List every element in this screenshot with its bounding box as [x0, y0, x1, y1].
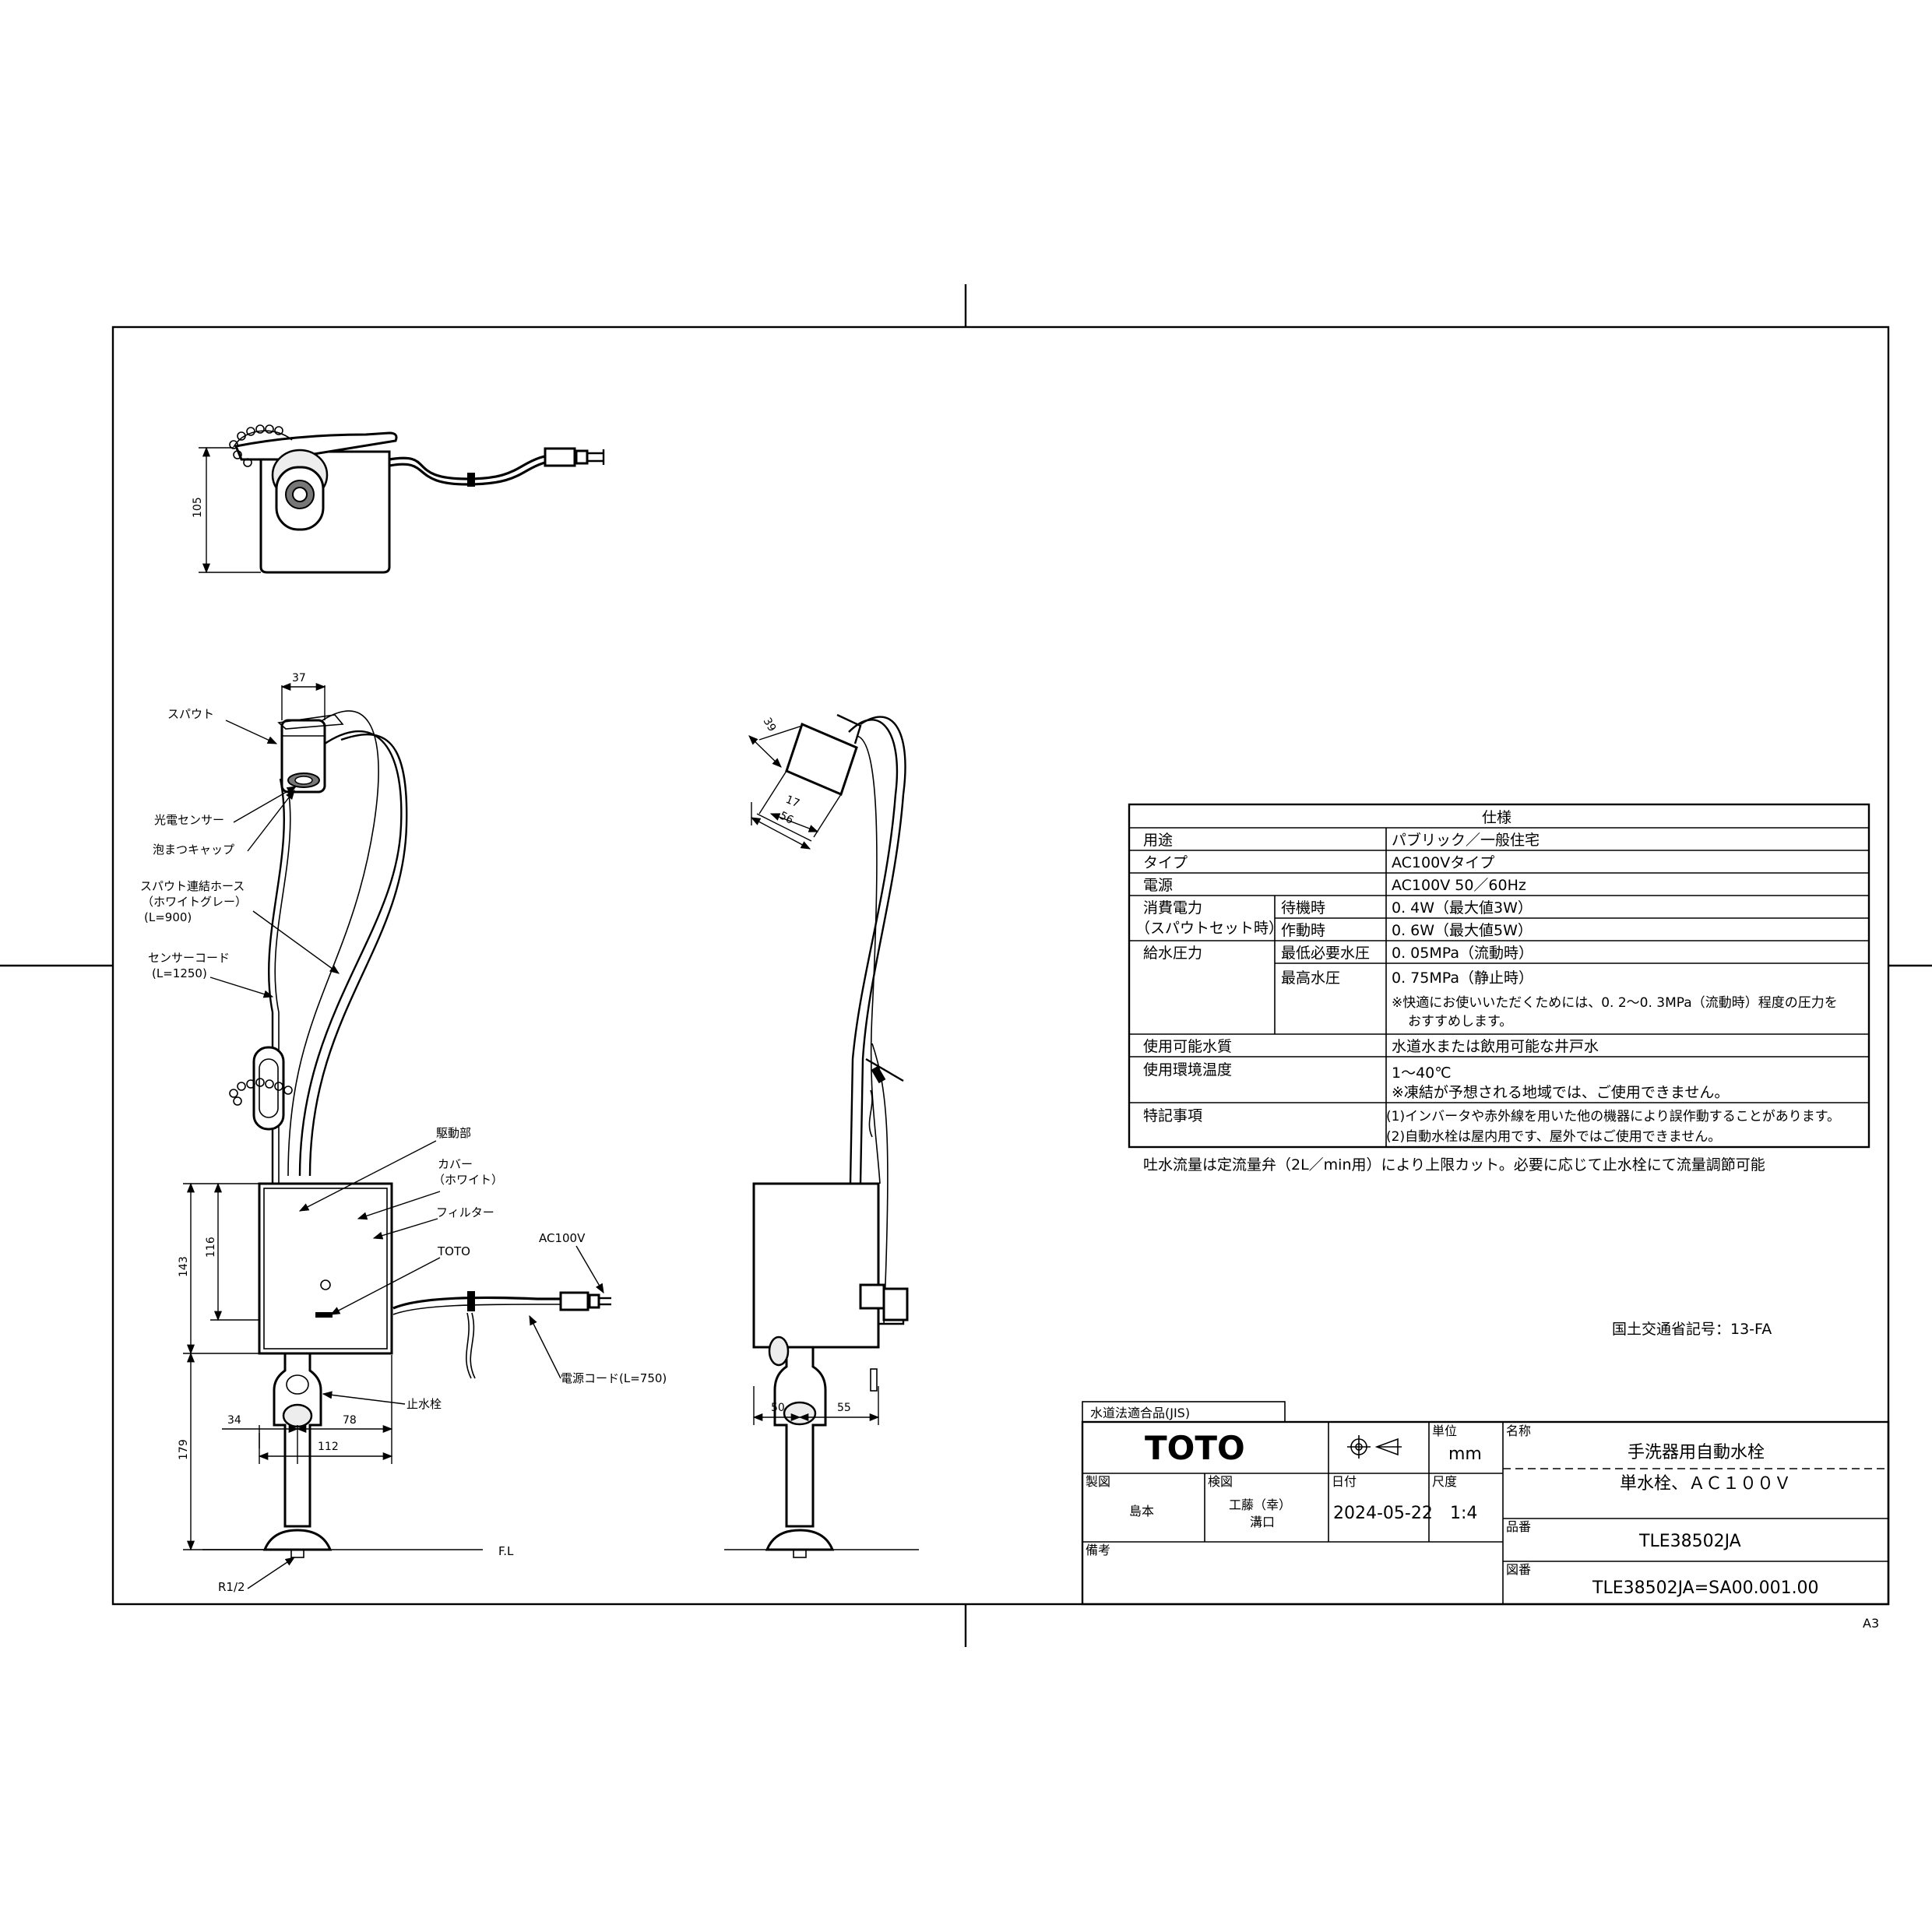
title-block: 水道法適合品(JIS) TOTO 単位 mm 名称 手洗器用自動水栓 単水栓、Ａ…: [1081, 1401, 1890, 1606]
spec-label-pressure: 給水圧力: [1143, 945, 1202, 962]
name-line-2: 単水栓、ＡＣ１００Ｖ: [1620, 1474, 1791, 1494]
label-photo-sensor: 光電センサー: [154, 813, 224, 827]
spec-label-water: 使用可能水質: [1143, 1038, 1232, 1055]
label-spout-hose: スパウト連結ホース: [140, 879, 245, 893]
label-ac100v: AC100V: [539, 1231, 586, 1245]
label-stop-valve: 止水栓: [406, 1397, 442, 1411]
dim-17: 17: [784, 794, 802, 811]
spec-label-use: 用途: [1143, 832, 1173, 849]
projection-symbol-icon: [1347, 1435, 1402, 1459]
date-label: 日付: [1332, 1474, 1357, 1489]
unit-label: 単位: [1432, 1423, 1457, 1438]
spec-label-type: タイプ: [1143, 854, 1188, 871]
spec-pressure-note-1: ※快適にお使いいただくためには、0. 2～0. 3MPa（流動時）程度の圧力を: [1392, 994, 1838, 1011]
dim-116: 116: [205, 1237, 217, 1258]
front-view: F.L 37 143 116 179 34 78 112 スパウト 光電センサー…: [140, 672, 667, 1594]
spec-notes-line-1: (1)インバータや赤外線を用いた他の機器により誤作動することがあります。: [1386, 1109, 1840, 1124]
label-filter: フィルター: [436, 1205, 494, 1219]
label-sensor-cord: センサーコード: [148, 951, 230, 965]
label-spout-hose-length: (L=900): [144, 910, 192, 924]
spec-table: 仕様 用途 パブリック／一般住宅 タイプ AC100Vタイプ 電源 AC100V…: [1128, 803, 1870, 1149]
spec-label-power-source: 電源: [1143, 877, 1173, 894]
part-label: 品番: [1506, 1519, 1531, 1534]
spec-pressure-note-2: おすすめします。: [1408, 1014, 1512, 1029]
spec-value-temp: 1～40℃: [1392, 1065, 1452, 1082]
dim-56: 56: [777, 809, 795, 827]
spec-notes-line-2: (2)自動水栓は屋内用です、屋外ではご使用できません。: [1386, 1128, 1721, 1145]
label-thread: R1/2: [218, 1580, 245, 1594]
scale-value: 1:4: [1450, 1504, 1477, 1523]
label-foam-cap: 泡まつキャップ: [153, 843, 234, 857]
dim-34: 34: [227, 1414, 241, 1427]
spec-label-power-consumption-note: （スパウトセット時）: [1135, 920, 1283, 937]
date-value: 2024-05-22: [1333, 1504, 1433, 1523]
toto-logo: TOTO: [1145, 1429, 1245, 1467]
drawn-value: 島本: [1129, 1504, 1154, 1519]
label-spout-hose-color: （ホワイトグレー）: [142, 895, 247, 909]
checked-label: 検図: [1208, 1474, 1233, 1489]
dim-105: 105: [192, 497, 204, 518]
sheet-border: [0, 284, 1932, 1647]
dim-179: 179: [178, 1439, 190, 1460]
spec-value-use: パブリック／一般住宅: [1392, 831, 1540, 849]
fl-label: F.L: [498, 1544, 514, 1558]
dim-112: 112: [318, 1441, 339, 1453]
mlit-code: 国土交通省記号：13-FA: [1612, 1321, 1772, 1338]
spec-label-min-pressure: 最低必要水圧: [1281, 945, 1370, 962]
drawn-label: 製図: [1086, 1474, 1110, 1489]
dim-50: 50: [771, 1402, 785, 1414]
top-view: 105: [192, 424, 605, 574]
jis-label: 水道法適合品(JIS): [1090, 1406, 1190, 1420]
drawing-number-label: 図番: [1506, 1562, 1531, 1577]
label-sensor-cord-length: (L=1250): [152, 966, 207, 980]
part-number: TLE38502JA: [1638, 1532, 1741, 1551]
spec-temp-note: ※凍結が予想される地域では、ご使用できません。: [1392, 1084, 1729, 1101]
spec-label-max-pressure: 最高水圧: [1281, 970, 1340, 987]
dim-37: 37: [292, 672, 306, 684]
spec-value-water: 水道水または飲用可能な井戸水: [1392, 1038, 1599, 1055]
spec-footnote: 吐水流量は定流量弁（2L／min用）により上限カット。必要に応じて止水栓にて流量…: [1143, 1156, 1765, 1174]
label-spout: スパウト: [167, 707, 214, 721]
scale-label: 尺度: [1432, 1474, 1457, 1489]
dim-143: 143: [178, 1256, 190, 1277]
checked-value-2: 溝口: [1250, 1515, 1275, 1529]
dim-55: 55: [837, 1402, 851, 1414]
name-line-1: 手洗器用自動水栓: [1628, 1443, 1765, 1462]
spec-value-standby: 0. 4W（最大値3W）: [1392, 899, 1533, 917]
label-toto-mark: TOTO: [437, 1244, 470, 1258]
label-power-cord: 電源コード(L=750): [561, 1371, 667, 1385]
side-view: 50 55 39 17 56: [724, 713, 919, 1558]
unit-value: mm: [1448, 1445, 1482, 1464]
notes-label: 備考: [1086, 1543, 1110, 1557]
spec-label-standby: 待機時: [1281, 899, 1325, 917]
spec-header: 仕様: [1482, 809, 1511, 826]
label-drive-unit: 駆動部: [436, 1126, 471, 1140]
spec-label-power-consumption: 消費電力: [1143, 899, 1202, 917]
spec-value-max-pressure: 0. 75MPa（静止時）: [1392, 970, 1533, 987]
dim-39: 39: [761, 716, 779, 734]
name-label: 名称: [1506, 1423, 1531, 1438]
spec-value-min-pressure: 0. 05MPa（流動時）: [1392, 945, 1533, 962]
spec-label-temp: 使用環境温度: [1143, 1061, 1232, 1079]
label-cover: カバー: [438, 1157, 473, 1171]
dim-78: 78: [343, 1414, 357, 1427]
drawing-number: TLE38502JA=SA00.001.00: [1592, 1578, 1819, 1598]
label-cover-color: （ホワイト）: [433, 1173, 503, 1187]
spec-value-type: AC100Vタイプ: [1392, 854, 1494, 871]
checked-value-1: 工藤（幸）: [1229, 1497, 1291, 1512]
spec-label-operating: 作動時: [1281, 922, 1325, 939]
sheet-size-label: A3: [1863, 1616, 1879, 1631]
spec-label-notes: 特記事項: [1143, 1107, 1202, 1124]
spec-value-power-source: AC100V 50／60Hz: [1392, 877, 1526, 894]
spec-value-operating: 0. 6W（最大値5W）: [1392, 922, 1533, 939]
